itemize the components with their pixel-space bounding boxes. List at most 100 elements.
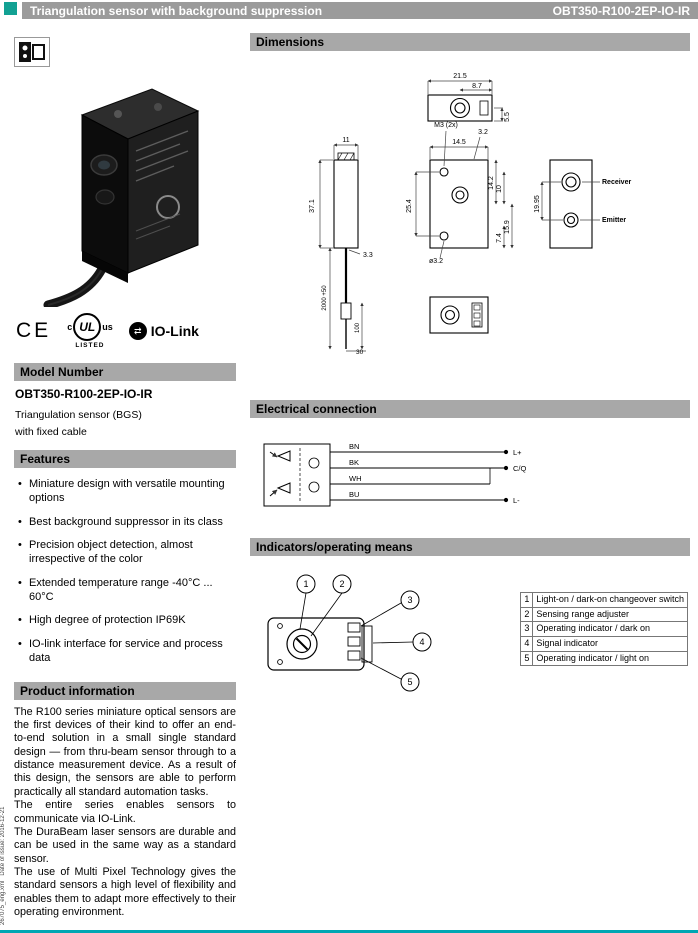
callout-number: 4	[419, 637, 424, 647]
indicator-number: 3	[520, 621, 534, 638]
side-note-ref: 267075_eng.xml	[0, 880, 6, 925]
indicator-description: Operating indicator / light on	[532, 650, 688, 667]
dim-label: 30	[356, 349, 364, 356]
dim-label: 14.5	[452, 139, 466, 146]
page-header: Triangulation sensor with background sup…	[0, 0, 698, 19]
indicators-table: 1 Light-on / dark-on changeover switch 2…	[520, 592, 688, 667]
indicator-description: Light-on / dark-on changeover switch	[532, 592, 688, 608]
table-row: 1 Light-on / dark-on changeover switch	[520, 592, 688, 608]
model-desc-1: Triangulation sensor (BGS)	[15, 409, 142, 421]
left-column: CE c UL us LISTED ⇄ IO-Link Model Number…	[14, 23, 236, 920]
indicator-description: Operating indicator / dark on	[532, 621, 688, 638]
callout-circles	[296, 574, 432, 692]
electrical-connection-heading: Electrical connection	[250, 400, 690, 418]
wire-labels: BN BK WH BU L+ C/Q L-	[349, 442, 527, 505]
ul-us-label: us	[102, 322, 113, 332]
wire-label-bn: BN	[349, 442, 359, 451]
indicators-heading: Indicators/operating means	[250, 538, 690, 556]
dim-label: M3 (2x)	[434, 122, 458, 129]
feature-item: Miniature design with versatile mounting…	[16, 478, 236, 506]
table-row: 5 Operating indicator / light on	[520, 650, 688, 667]
indicator-device-drawing	[267, 617, 373, 671]
page-content: CE c UL us LISTED ⇄ IO-Link Model Number…	[0, 19, 698, 920]
table-row: 3 Operating indicator / dark on	[520, 621, 688, 638]
callout-number: 2	[339, 579, 344, 589]
brand-square-icon	[4, 2, 17, 15]
page-title: Triangulation sensor with background sup…	[30, 3, 323, 18]
dim-label: 5.5	[504, 112, 511, 122]
product-photo-image	[43, 88, 200, 307]
dim-label: 14.2	[488, 176, 495, 190]
model-number-value: OBT350-R100-2EP-IO-IR	[15, 387, 153, 401]
receiver-label: Receiver	[602, 179, 631, 186]
model-number-heading: Model Number	[14, 363, 236, 381]
wire-label-bk: BK	[349, 458, 359, 467]
product-pictogram	[14, 37, 50, 67]
model-desc-2: with fixed cable	[15, 426, 87, 438]
io-link-label: IO-Link	[150, 323, 199, 339]
table-row: 4 Signal indicator	[520, 636, 688, 652]
dim-label: 25.4	[406, 199, 413, 213]
dim-label: 2000 +50	[322, 285, 328, 311]
terminal-label-lplus: L+	[513, 448, 522, 457]
callout-number: 1	[303, 579, 308, 589]
dim-label: 37.1	[309, 199, 316, 213]
indicator-number: 2	[520, 606, 534, 623]
wire-label-bu: BU	[349, 490, 359, 499]
product-information-text: The R100 series miniature optical sensor…	[14, 706, 236, 920]
features-list: Miniature design with versatile mounting…	[16, 478, 236, 666]
indicator-number: 1	[520, 592, 534, 608]
features-heading: Features	[14, 450, 236, 468]
electrical-connection-diagram: BN BK WH BU L+ C/Q L-	[250, 424, 690, 524]
dim-label: 21.5	[453, 73, 467, 80]
product-info-paragraph: The R100 series miniature optical sensor…	[14, 705, 236, 798]
footer-rule	[0, 930, 698, 933]
indicators-section: 1 2 3 4 5 1 Light-on / dark-on changeove…	[250, 562, 690, 698]
callout-number: 3	[407, 595, 412, 605]
ul-c-label: c	[67, 322, 73, 332]
side-note-date: Date of issue: 2016-12-21	[0, 806, 6, 876]
product-info-paragraph: The entire series enables sensors to com…	[14, 799, 236, 825]
ul-listed-label: LISTED	[75, 342, 105, 349]
dimension-outlines	[333, 94, 593, 349]
dim-label: 3.2	[478, 129, 488, 136]
indicators-diagram-svg: 1 2 3 4 5	[267, 574, 432, 692]
dim-label: 19.95	[534, 195, 541, 213]
dim-label: 10	[496, 185, 503, 193]
product-info-paragraph: The use of Multi Pixel Technology gives …	[14, 866, 236, 919]
callout-number: 5	[407, 677, 412, 687]
dim-label: ø3.2	[429, 258, 443, 265]
dim-label: 11	[342, 137, 349, 144]
ce-mark: CE	[16, 319, 52, 342]
dim-label: 100	[355, 322, 361, 333]
indicator-number: 5	[520, 650, 534, 667]
table-row: 2 Sensing range adjuster	[520, 606, 688, 623]
header-bar: Triangulation sensor with background sup…	[22, 2, 698, 19]
electrical-diagram-svg: BN BK WH BU L+ C/Q L-	[263, 442, 527, 507]
dimension-lines	[318, 79, 600, 352]
product-information-heading: Product information	[14, 681, 236, 700]
ul-listed-mark: c UL us LISTED	[67, 313, 113, 349]
feature-item: High degree of protection IP69K	[16, 614, 236, 628]
electrical-wires	[330, 449, 509, 503]
ul-circle-icon: UL	[73, 313, 102, 341]
emitter-label: Emitter	[602, 217, 626, 224]
indicator-description: Signal indicator	[532, 636, 688, 652]
callout-leaders	[299, 592, 414, 680]
feature-item: Precision object detection, almost irres…	[16, 539, 236, 567]
indicator-number: 4	[520, 636, 534, 652]
dim-label: 8.7	[472, 83, 482, 90]
product-info-paragraph: The DuraBeam laser sensors are durable a…	[14, 825, 236, 865]
right-column: Dimensions	[250, 23, 690, 920]
io-link-icon: ⇄	[128, 322, 147, 340]
certifications: CE c UL us LISTED ⇄ IO-Link	[16, 313, 236, 349]
dimensions-drawing: 21.5 8.7 5.5 11 37.1 14.5 M3 (2x) 3.2 25…	[250, 57, 690, 400]
feature-item: Best background suppressor in its class	[16, 516, 236, 530]
feature-item: IO-link interface for service and proces…	[16, 638, 236, 666]
dimensions-heading: Dimensions	[250, 33, 690, 51]
dim-label: 15.9	[504, 220, 511, 234]
dim-label: 3.3	[363, 252, 373, 259]
dim-label: 7.4	[496, 233, 503, 243]
callout-numbers: 1 2 3 4 5	[303, 579, 424, 687]
